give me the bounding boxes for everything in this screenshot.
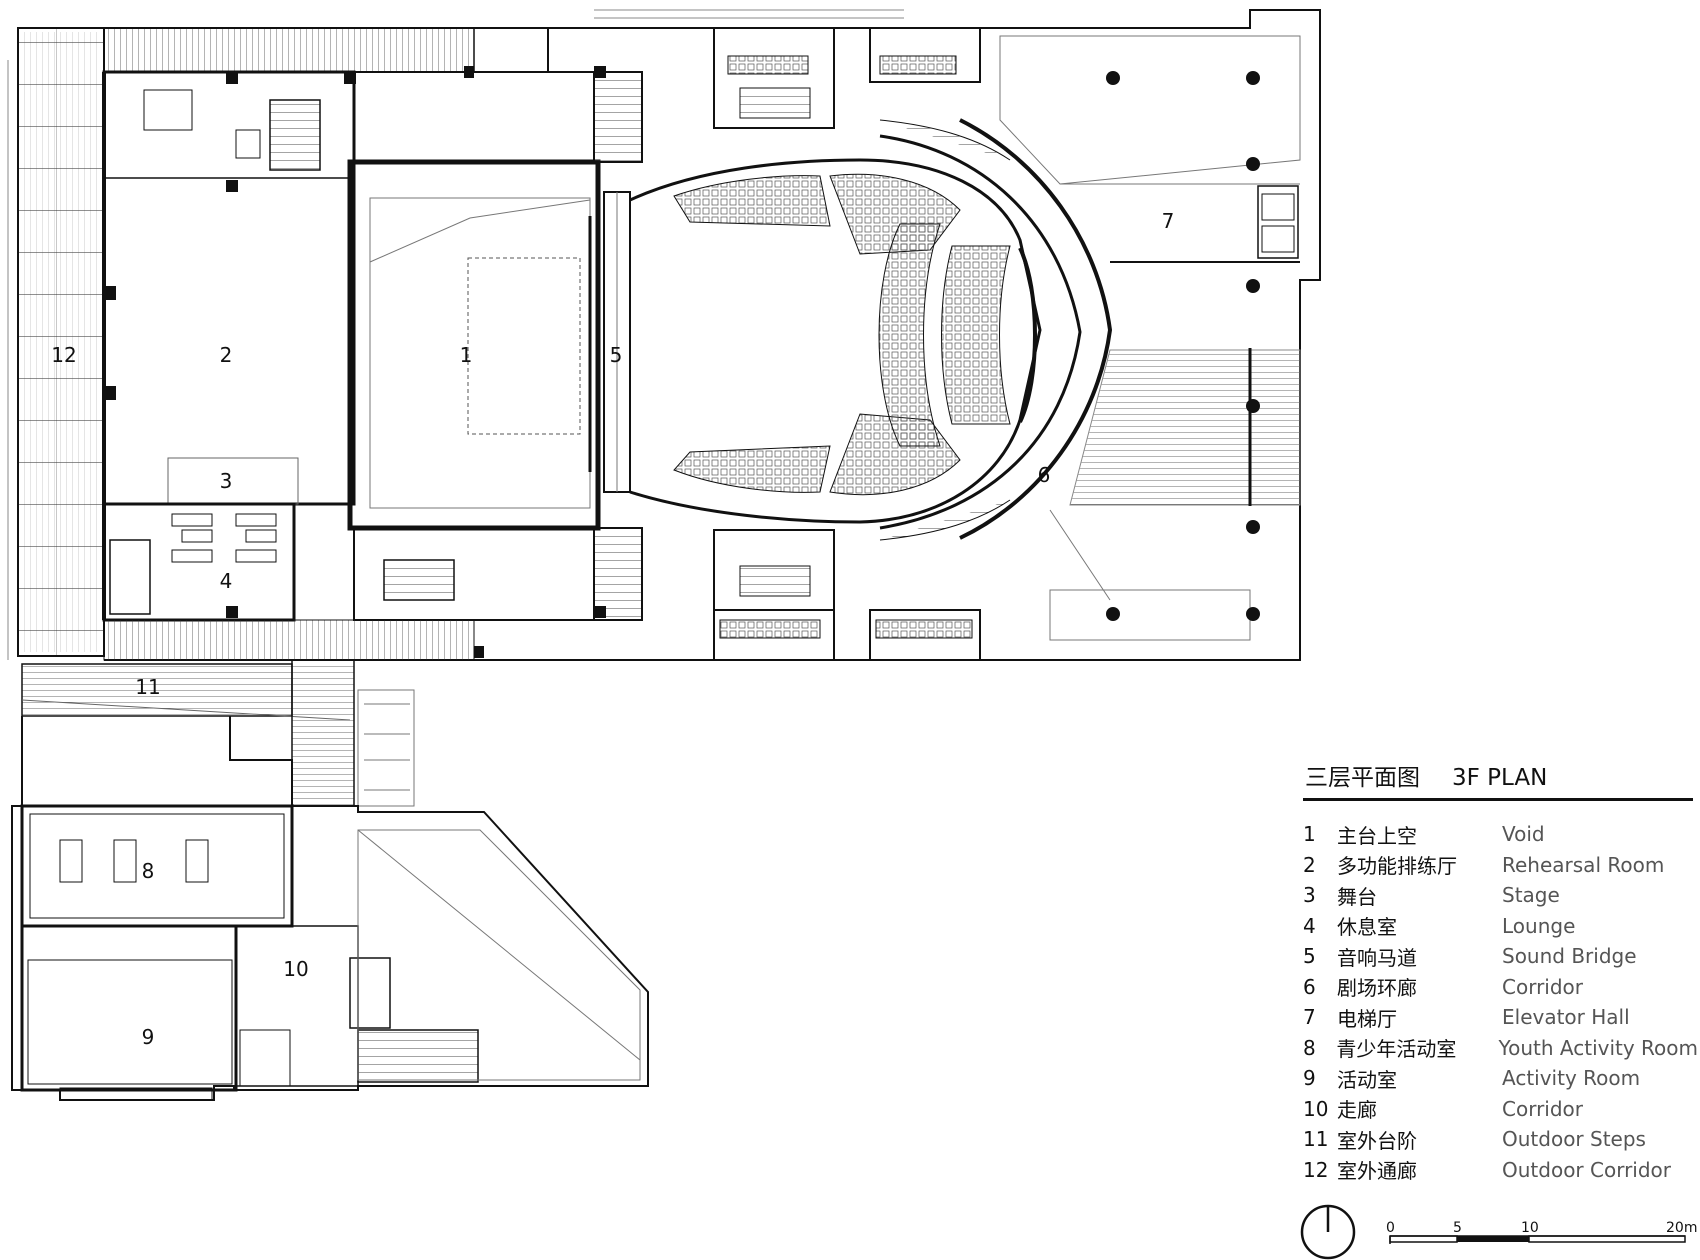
legend-item-label-cn: 活动室 <box>1337 1067 1397 1092</box>
north-arrow-icon <box>1300 1204 1686 1260</box>
room-number-11: 11 <box>135 675 160 699</box>
legend-title: 三层平面图 3F PLAN <box>1303 758 1698 792</box>
legend-item-number: 7 <box>1303 1005 1316 1030</box>
legend-item-number: 4 <box>1303 913 1316 938</box>
room-number-10: 10 <box>283 957 308 981</box>
scale-tick-5: 5 <box>1453 1220 1462 1236</box>
scale-tick-20m: 20m <box>1666 1220 1698 1236</box>
legend-item-label-cn: 走廊 <box>1337 1098 1377 1123</box>
room-number-1: 1 <box>460 343 473 367</box>
legend-item-label-en: Outdoor Steps <box>1502 1127 1646 1152</box>
legend-item: 12 室外通廊 Outdoor Corridor <box>1303 1155 1698 1186</box>
legend-divider <box>1303 798 1693 801</box>
legend-title-cn: 三层平面图 <box>1305 765 1420 791</box>
legend-item-label-cn: 剧场环廊 <box>1337 976 1417 1001</box>
legend-item-label-cn: 休息室 <box>1337 915 1397 940</box>
legend-item-label-cn: 电梯厅 <box>1337 1006 1397 1031</box>
legend-item-label-cn: 音响马道 <box>1337 945 1417 970</box>
room-number-3: 3 <box>220 469 233 493</box>
room-number-9: 9 <box>142 1025 155 1049</box>
legend-item-label-cn: 舞台 <box>1337 884 1377 909</box>
legend-item-label-cn: 主台上空 <box>1337 823 1417 848</box>
legend-item-number: 8 <box>1303 1035 1316 1060</box>
plan-legend: 三层平面图 3F PLAN 1 主台上空 Void 2 多功能排练厅 Rehearsal R… <box>1303 758 1698 1185</box>
legend-item-number: 11 <box>1303 1127 1329 1152</box>
legend-item-label-en: Corridor <box>1502 974 1584 999</box>
lower-block <box>11 716 649 1101</box>
outdoor-corridor-area <box>7 27 475 660</box>
legend-item-label-en: Corridor <box>1502 1096 1584 1121</box>
legend-item-number: 9 <box>1303 1066 1316 1091</box>
legend-item-label-cn: 室外通廊 <box>1337 1159 1417 1184</box>
upper-service-rooms <box>353 27 981 661</box>
legend-item-number: 3 <box>1303 883 1316 908</box>
legend-item-label-en: Youth Activity Room <box>1498 1035 1698 1060</box>
legend-item-label-en: Void <box>1502 822 1545 847</box>
room-number-5: 5 <box>610 343 623 367</box>
legend-item-label-en: Outdoor Corridor <box>1502 1157 1672 1182</box>
legend-item-label-cn: 青少年活动室 <box>1336 1037 1457 1062</box>
scale-area: 0 5 10 20m <box>1300 1200 1700 1260</box>
legend-item: 4 休息室 Lounge <box>1303 911 1698 942</box>
legend-item: 8 青少年活动室 Youth Activity Room <box>1303 1033 1698 1064</box>
auditorium <box>629 118 1113 541</box>
legend-title-en: 3F PLAN <box>1452 765 1548 791</box>
legend-item-number: 12 <box>1303 1157 1329 1182</box>
legend-item-label-cn: 多功能排练厅 <box>1337 854 1457 879</box>
legend-item: 1 主台上空 Void <box>1303 819 1698 850</box>
room-number-4: 4 <box>220 569 233 593</box>
scale-tick-10: 10 <box>1521 1220 1539 1236</box>
sound-bridge <box>603 191 631 493</box>
legend-item-label-en: Rehearsal Room <box>1502 852 1665 877</box>
legend-item-number: 1 <box>1303 822 1316 847</box>
legend-item-number: 6 <box>1303 974 1316 999</box>
legend-item-label-en: Stage <box>1502 883 1560 908</box>
room-number-2: 2 <box>220 343 233 367</box>
legend-item-label-en: Elevator Hall <box>1502 1005 1630 1030</box>
room-number-8: 8 <box>142 859 155 883</box>
scale-tick-0: 0 <box>1386 1220 1395 1236</box>
elevator-hall-block <box>999 35 1301 641</box>
legend-item-label-en: Lounge <box>1502 913 1576 938</box>
room-number-7: 7 <box>1162 209 1175 233</box>
columns <box>104 66 1260 658</box>
legend-item-label-en: Sound Bridge <box>1502 944 1637 969</box>
legend-item: 5 音响马道 Sound Bridge <box>1303 941 1698 972</box>
legend-item-number: 2 <box>1303 852 1316 877</box>
legend-item: 3 舞台 Stage <box>1303 880 1698 911</box>
room-number-6: 6 <box>1038 463 1051 487</box>
legend-item-label-cn: 室外台阶 <box>1337 1128 1417 1153</box>
stage-void-block <box>347 159 601 531</box>
legend-item: 7 电梯厅 Elevator Hall <box>1303 1002 1698 1033</box>
legend-item-number: 5 <box>1303 944 1316 969</box>
outdoor-steps-area <box>21 619 475 807</box>
legend-item: 6 剧场环廊 Corridor <box>1303 972 1698 1003</box>
room-number-12: 12 <box>51 343 76 367</box>
legend-item: 9 活动室 Activity Room <box>1303 1063 1698 1094</box>
legend-item: 2 多功能排练厅 Rehearsal Room <box>1303 850 1698 881</box>
legend-item: 10 走廊 Corridor <box>1303 1094 1698 1125</box>
room-numbers: 1 2 3 4 5 6 7 8 9 10 11 12 <box>51 209 1174 1049</box>
legend-item-number: 10 <box>1303 1096 1329 1121</box>
legend-item: 11 室外台阶 Outdoor Steps <box>1303 1124 1698 1155</box>
legend-item-label-en: Activity Room <box>1502 1066 1641 1091</box>
